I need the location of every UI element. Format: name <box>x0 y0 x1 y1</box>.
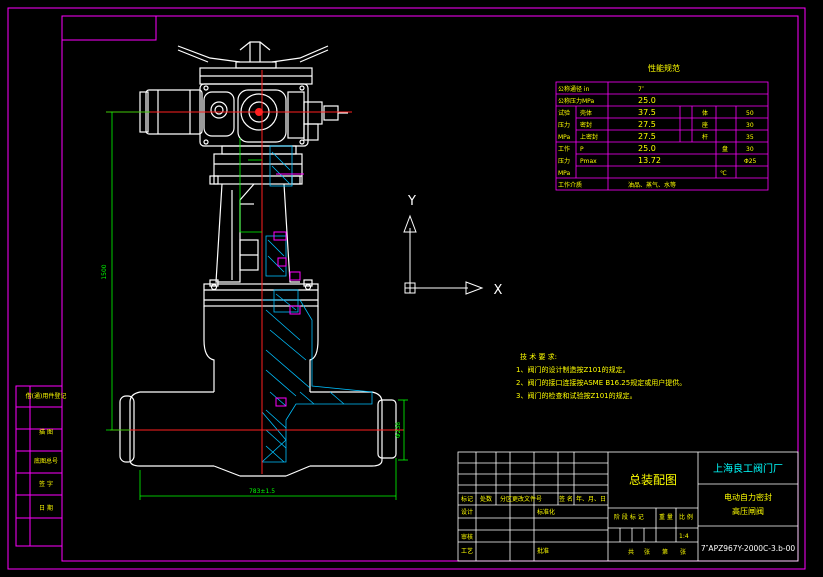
title-mid-label: 批准 <box>537 547 549 555</box>
yoke <box>209 145 303 283</box>
title-header-label: 签 名 <box>559 495 573 503</box>
section-hatch <box>261 145 373 463</box>
spec-right-label: 杆 <box>702 133 708 141</box>
spec-value: 25.0 <box>638 144 656 153</box>
spec-sub: 密封 <box>580 121 592 129</box>
spec-sub: 壳体 <box>580 109 592 117</box>
bolt-details <box>273 173 304 407</box>
spec-table-title: 性能规范 <box>648 63 680 73</box>
diameter-dimension: Φ238 <box>395 422 402 438</box>
spec-right-value: 30 <box>746 122 754 129</box>
note-item: 3、阀门的检查和试验按Z101的规定。 <box>516 391 637 400</box>
valve-body <box>119 279 397 477</box>
ucs-axis-icon <box>403 214 484 295</box>
notes-title: 技 术 要 求: <box>520 352 557 361</box>
left-strip-label: 描 图 <box>39 428 53 436</box>
title-role-label: 设计 <box>461 508 473 516</box>
note-item: 1、阀门的设计制造按Z101的规定。 <box>516 365 630 374</box>
title-header-label: 标记 <box>461 495 473 503</box>
title-mid-label: 标准化 <box>537 508 555 516</box>
length-dimension: 783±1.5 <box>249 488 275 495</box>
spec-sub: 上密封 <box>580 133 598 141</box>
title-sheet-label: 张 <box>644 548 650 556</box>
title-header-label: 更改文件号 <box>512 495 542 503</box>
spec-label: 公称通径 in <box>558 85 590 93</box>
technical-notes: 技 术 要 求: 1、阀门的设计制造按Z101的规定。 2、阀门的接口连接按AS… <box>516 352 686 400</box>
spec-label: 试验 <box>558 109 570 117</box>
left-strip: 借(通)用件登记 描 图 底图总号 签 字 日 期 <box>15 385 67 547</box>
left-strip-label: 借(通)用件登记 <box>26 392 67 400</box>
spec-right-value: 50 <box>746 110 754 117</box>
left-strip-label: 底图总号 <box>34 457 58 465</box>
spec-right-value: 30 <box>746 146 754 153</box>
height-dimension: 1500 <box>101 264 108 279</box>
title-sheet-label: 张 <box>680 548 686 556</box>
title-stage-label: 阶 段 标 记 <box>614 513 644 521</box>
spec-right-label: 座 <box>702 121 708 129</box>
title-role-label: 工艺 <box>461 547 473 555</box>
spec-label: 压力 <box>558 157 570 165</box>
left-strip-label: 日 期 <box>39 504 53 512</box>
title-stage-label: 比 例 <box>679 513 693 521</box>
left-strip-label: 签 字 <box>39 480 53 488</box>
valve-assembly: 1500 783±1.5 Φ238 <box>101 41 408 500</box>
spec-label: MPa <box>558 170 571 177</box>
title-header-label: 年、月、日 <box>576 495 606 503</box>
x-axis-label: X <box>494 283 503 298</box>
product-name-line2: 高压闸阀 <box>732 506 764 516</box>
spec-value: 7″ <box>638 86 645 93</box>
spec-value: 13.72 <box>638 156 661 165</box>
spec-label: 工作 <box>558 145 570 153</box>
drawing-frame <box>7 7 806 570</box>
y-axis-label: Y <box>407 194 416 209</box>
title-sheet-label: 第 <box>662 548 668 556</box>
spec-value: 27.5 <box>638 120 656 129</box>
drawing-number: 7″APZ967Y-2000C-3.b-00 <box>701 544 796 553</box>
spec-value: 25.0 <box>638 96 656 105</box>
spec-right-label: 体 <box>702 109 708 117</box>
spec-sub: P <box>580 146 584 153</box>
dimension-lines <box>106 111 408 500</box>
spec-label: 压力 <box>558 121 570 129</box>
title-stage-label: 重 量 <box>659 513 673 521</box>
title-role-label: 审核 <box>461 533 473 541</box>
product-name-line1: 电动自力密封 <box>724 492 772 502</box>
title-block: 标记 处数 分区 更改文件号 签 名 年、月、日 设计 审核 工艺 标准化 批准… <box>457 451 799 562</box>
note-item: 2、阀门的接口连接按ASME B16.25规定或用户提供。 <box>516 378 686 387</box>
spec-label: 公称压力MPa <box>558 97 595 105</box>
title-scale: 1:4 <box>679 533 689 540</box>
title-sheet-label: 共 <box>628 548 634 556</box>
spec-table: 性能规范 公称通径 in 7″ 公称压力MPa 25.0 试验 壳体 37. <box>555 63 769 191</box>
spec-label: 工作介质 <box>558 181 582 189</box>
company-name: 上海良工阀门厂 <box>713 462 783 475</box>
title-header-label: 处数 <box>480 495 492 503</box>
spec-right-value: 35 <box>746 134 754 141</box>
spec-right-value: Φ25 <box>744 158 757 165</box>
spec-value: 37.5 <box>638 108 656 117</box>
spec-sub: Pmax <box>580 158 597 165</box>
spec-value: 油品、蒸气、水等 <box>628 181 676 189</box>
spec-right-label: 盘 <box>722 145 728 153</box>
drawing-name: 总装配图 <box>629 473 677 487</box>
title-header-label: 分区 <box>500 495 512 503</box>
spec-value: 27.5 <box>638 132 656 141</box>
spec-temp-unit: ℃ <box>720 170 727 177</box>
spec-label: MPa <box>558 134 571 141</box>
